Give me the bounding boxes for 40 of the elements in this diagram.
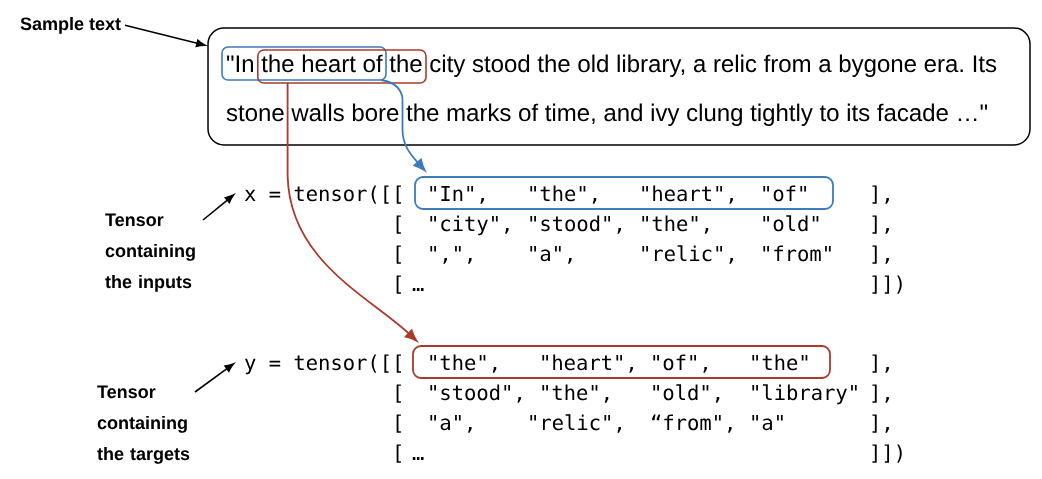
annotation-text: Tensor containing the targets xyxy=(97,385,190,464)
code-text: "relic", xyxy=(530,414,621,433)
code-text: ], xyxy=(872,215,889,234)
code-text: ",", xyxy=(430,246,472,264)
code-text: ], xyxy=(872,354,889,373)
curved-arrow xyxy=(286,82,418,342)
code-text: ], xyxy=(872,185,889,204)
code-text: ], xyxy=(872,414,889,433)
code-text: "from" xyxy=(763,245,831,262)
arrow xyxy=(124,24,206,48)
code-text: "relic", xyxy=(642,245,733,264)
code-text: “from", xyxy=(652,414,732,433)
code-text: [ xyxy=(396,215,401,234)
code-text: "library" xyxy=(752,384,857,405)
highlight-box xyxy=(257,49,427,84)
code-text: "a", xyxy=(430,415,472,433)
highlight-box xyxy=(221,46,387,81)
code-text: "a", xyxy=(530,246,572,264)
code-text: … xyxy=(412,456,424,460)
code-text: [ xyxy=(396,414,401,433)
arrow xyxy=(202,194,235,221)
code-text: ]]) xyxy=(872,444,902,463)
curved-arrow xyxy=(380,79,426,172)
highlight-box: "In", "the", "heart", "of" xyxy=(414,176,834,210)
highlight-box: "the", "heart", "of", "the" xyxy=(412,345,831,379)
code-text: [ xyxy=(396,384,401,403)
code-text: [ xyxy=(396,444,401,463)
code-text: y = tensor([[ xyxy=(245,354,401,375)
code-text: x = tensor([[ xyxy=(244,185,401,204)
annotation-text: Sample text xyxy=(20,16,121,34)
code-text: ], xyxy=(872,245,889,264)
code-text: … xyxy=(412,287,424,291)
text-box: "In the heart of the city stood the old library, a relic from a bygone era. Its stone walls bore the marks of time, and ivy clung tightly to its facade …" xyxy=(207,27,1031,146)
code-text: "a" xyxy=(752,415,783,431)
code-text: [ xyxy=(396,275,401,294)
annotation-text: Tensor containing the inputs xyxy=(105,213,195,292)
arrow xyxy=(194,363,235,393)
code-text: ], xyxy=(872,384,889,403)
code-text: ]]) xyxy=(872,275,902,294)
code-text: [ xyxy=(396,245,401,264)
